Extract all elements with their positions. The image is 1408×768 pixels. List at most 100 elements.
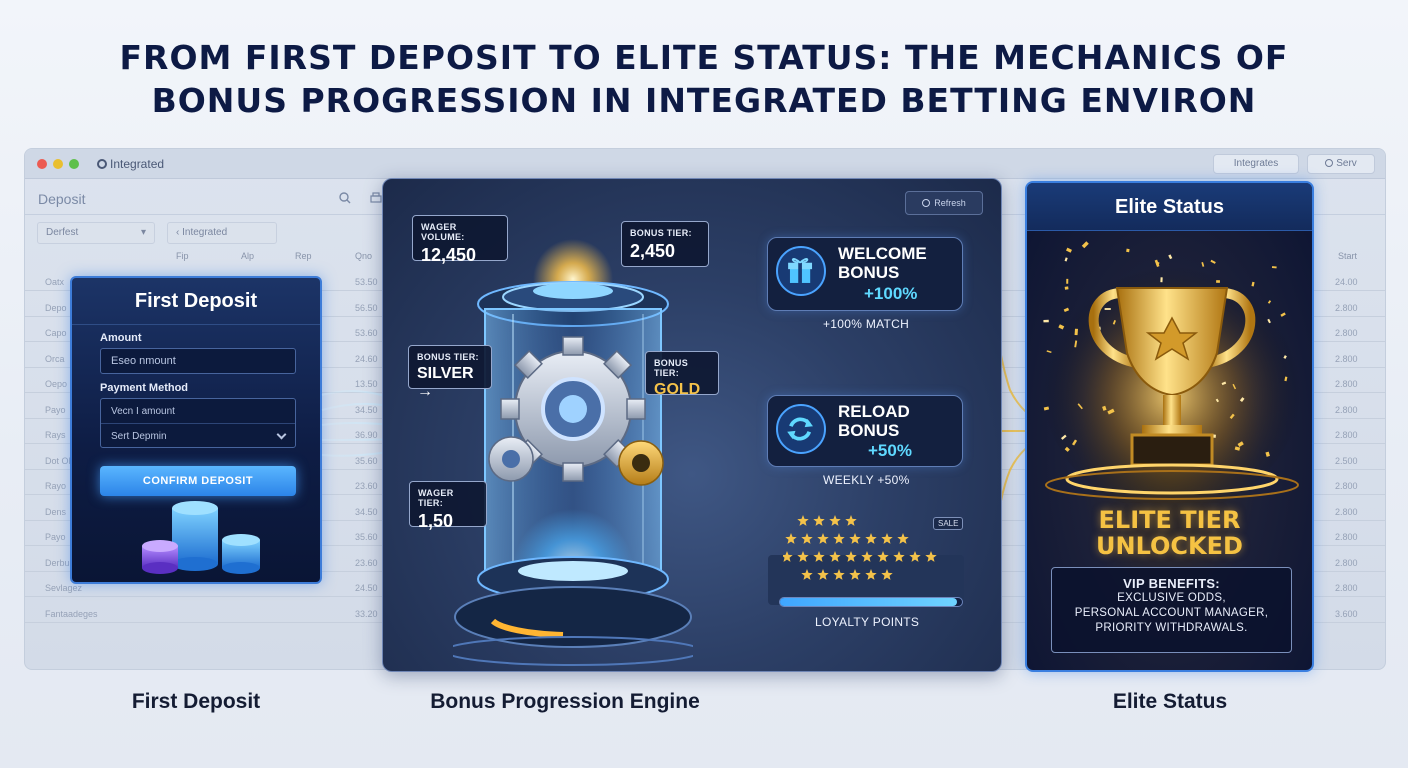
table-cell-value: 53.50 <box>355 277 378 287</box>
welcome-bonus-title: WELCOME BONUS <box>838 244 927 282</box>
table-cell-value: 36.90 <box>355 430 378 440</box>
reload-bonus-title: RELOAD BONUS <box>838 402 910 440</box>
star-icon <box>865 533 877 544</box>
confetti-piece <box>1265 451 1270 457</box>
table-cell-value: 24.60 <box>355 353 378 364</box>
reload-bonus-card[interactable]: RELOAD BONUS +50% <box>767 395 963 467</box>
table-cell-value: 13.50 <box>355 379 378 389</box>
caption-bonus-progression-engine: Bonus Progression Engine <box>430 690 700 713</box>
column-header[interactable]: Rep <box>295 251 312 261</box>
table-cell-label: Payo <box>45 404 66 415</box>
app-title-text: Integrated <box>110 157 165 171</box>
bonus-tier-box-gold: BONUS TIER: GOLD <box>645 351 719 398</box>
filter-integrated[interactable]: ‹ Integrated <box>167 222 277 244</box>
amount-label: Amount <box>100 332 142 344</box>
table-cell-value: 35.60 <box>355 455 378 466</box>
chevron-down-icon: ▾ <box>140 227 146 238</box>
confetti-piece <box>1221 381 1227 386</box>
confetti-piece <box>1065 247 1072 253</box>
confetti-piece <box>1112 319 1116 325</box>
filter-derfest-label: Derfest <box>46 227 79 238</box>
vip-benefit-item: PERSONAL ACCOUNT MANAGER, <box>1074 607 1269 619</box>
payment-method-select[interactable]: Vecn I amount Sert Depmin <box>100 398 296 448</box>
column-header[interactable]: Alp <box>241 251 255 261</box>
table-cell-value: 2.800 <box>1335 532 1358 542</box>
settings-icon <box>1325 159 1334 167</box>
elite-tier-unlocked-text: ELITE TIER UNLOCKED <box>1027 507 1312 559</box>
bonus-progression-engine-panel: Refresh <box>382 178 1002 672</box>
loyalty-progress-bar <box>779 597 963 607</box>
loyalty-stars-icon <box>783 515 937 580</box>
bonus-tier-silver-value: SILVER → <box>417 365 474 400</box>
payment-option[interactable]: Sert Depmin <box>111 431 167 442</box>
column-header[interactable]: Qno <box>355 251 373 261</box>
payment-option[interactable]: Vecn I amount <box>111 406 175 417</box>
confetti-piece <box>1046 350 1052 354</box>
toolbar-pill-integrates[interactable]: Integrates <box>1213 154 1299 174</box>
table-cell-label: Rayo <box>45 481 67 491</box>
maximize-window-dot[interactable] <box>69 159 79 169</box>
confetti-piece <box>1283 355 1287 359</box>
star-icon <box>785 533 797 544</box>
elite-status-title: Elite Status <box>1027 183 1312 231</box>
table-cell-value: 2.800 <box>1335 404 1358 415</box>
print-icon[interactable] <box>370 192 382 204</box>
star-icon <box>849 569 861 580</box>
bonus-tier-label: BONUS TIER: <box>654 358 689 378</box>
column-header[interactable]: Fip <box>176 251 189 261</box>
search-icon[interactable] <box>339 192 351 204</box>
table-cell-label: Oatx <box>45 277 65 287</box>
star-icon <box>817 533 829 544</box>
table-cell-value: 2.800 <box>1335 302 1358 313</box>
refresh-button[interactable]: Refresh <box>905 191 983 215</box>
table-cell-value: 56.50 <box>355 302 378 313</box>
confetti-piece <box>1251 281 1255 287</box>
casino-chips-icon <box>142 501 260 574</box>
confetti-piece <box>1104 308 1111 310</box>
confetti-piece <box>1284 376 1288 382</box>
refresh-icon <box>922 199 931 207</box>
confetti-piece <box>1201 262 1205 267</box>
elite-unlocked-line-2: UNLOCKED <box>1096 532 1243 560</box>
confetti-piece <box>1043 319 1049 323</box>
toolbar-pill-serv[interactable]: Serv <box>1307 154 1375 174</box>
confirm-deposit-button[interactable]: CONFIRM DEPOSIT <box>100 466 296 496</box>
confetti-piece <box>1107 408 1115 415</box>
confetti-piece <box>1271 266 1277 269</box>
table-cell-value: 23.60 <box>355 557 378 568</box>
back-arrow-icon: ‹ <box>176 227 183 238</box>
table-cell-value: 34.50 <box>355 506 378 517</box>
divider <box>101 423 295 424</box>
page-headline: FROM FIRST DEPOSIT TO ELITE STATUS: THE … <box>0 36 1408 122</box>
confetti-piece <box>1074 340 1078 348</box>
star-icon <box>829 551 841 562</box>
amount-input[interactable]: Eseo nmount <box>100 348 296 374</box>
table-cell-value: 2.800 <box>1335 583 1358 593</box>
confetti-piece <box>1215 398 1220 403</box>
table-cell-value: 2.800 <box>1335 557 1358 568</box>
table-cell-label: Depo <box>45 302 67 313</box>
close-window-dot[interactable] <box>37 159 47 169</box>
vip-benefit-item: PRIORITY WITHDRAWALS. <box>1095 622 1248 634</box>
table-cell-value: 2.800 <box>1335 506 1358 517</box>
star-icon <box>881 533 893 544</box>
welcome-bonus-card[interactable]: WELCOME BONUS +100% <box>767 237 963 311</box>
divider <box>72 324 320 325</box>
filter-integrated-label: Integrated <box>182 227 228 238</box>
star-icon <box>813 515 825 526</box>
window-titlebar: Integrated Integrates Serv <box>25 149 1385 179</box>
column-header[interactable]: Start <box>1338 251 1358 261</box>
tab-deposit[interactable]: Deposit <box>38 191 86 207</box>
table-cell-label: Oepo <box>45 379 68 389</box>
table-cell-value: 24.50 <box>355 583 378 593</box>
filter-select-derfest[interactable]: Derfest ▾ <box>37 222 155 244</box>
table-cell-label: Orca <box>45 353 65 364</box>
table-cell-value: 2.800 <box>1335 430 1358 440</box>
elite-status-card: Elite Status ELITE TIER UNLOCKED VIP BEN… <box>1025 181 1314 672</box>
confetti-piece <box>1168 254 1173 260</box>
bonus-tier-label: BONUS TIER: <box>417 352 479 362</box>
minimize-window-dot[interactable] <box>53 159 63 169</box>
confetti-piece <box>1072 439 1078 446</box>
first-deposit-card: First Deposit Amount Eseo nmount Payment… <box>70 276 322 584</box>
reload-bonus-subtitle: WEEKLY +50% <box>823 473 910 487</box>
